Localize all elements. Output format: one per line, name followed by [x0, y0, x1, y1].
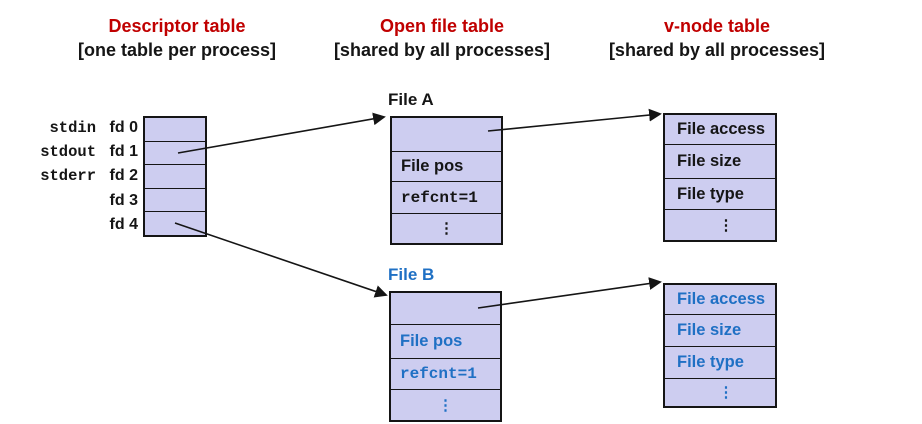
descriptor-cell-fd1 — [145, 142, 205, 166]
file-b-filepos-cell: File pos — [391, 325, 500, 359]
fd0-label: fd 0 — [109, 119, 138, 137]
file-b-pointer-cell — [391, 293, 500, 325]
vnode-a-table: File access File size File type ⋮ — [663, 113, 777, 242]
header-subtitle: [shared by all processes] — [333, 40, 551, 60]
file-a-refcnt-cell: refcnt=1 — [392, 182, 501, 214]
arrow-file-a-to-vnode-a — [487, 108, 662, 132]
file-a-pointer-cell — [392, 118, 501, 152]
fd3-label: fd 3 — [109, 191, 138, 209]
header-subtitle: [one table per process] — [77, 40, 277, 60]
header-title: Descriptor table — [108, 16, 246, 36]
header-subtitle: [shared by all processes] — [608, 40, 826, 60]
descriptor-cell-fd2 — [145, 165, 205, 189]
vnode-b-file-size-cell: File size — [665, 315, 775, 347]
descriptor-table — [143, 116, 207, 237]
fd4-label: fd 4 — [109, 215, 138, 233]
descriptor-cell-fd4 — [145, 212, 205, 235]
file-a-title: File A — [388, 90, 434, 109]
vnode-b-file-access-cell: File access — [665, 285, 775, 315]
vnode-a-ellipsis-cell: ⋮ — [718, 216, 734, 234]
arrow-fd1-to-file-a — [177, 112, 386, 154]
vnode-a-file-access-cell: File access — [665, 115, 775, 145]
file-b-title: File B — [388, 265, 435, 284]
fd2-label: fd 2 — [109, 167, 138, 185]
header-title: Open file table — [379, 16, 505, 36]
empty-label — [12, 189, 96, 213]
file-b-ellipsis-cell: ⋮ — [438, 396, 453, 414]
descriptor-cell-fd3 — [145, 189, 205, 213]
column-header-open-file-table: Open file table [shared by all processes… — [292, 14, 592, 62]
descriptor-cell-fd0 — [145, 118, 205, 142]
column-header-descriptor-table: Descriptor table [one table per process] — [27, 14, 327, 62]
file-b-refcnt-cell: refcnt=1 — [391, 359, 500, 390]
stdin-label: stdin — [49, 119, 96, 138]
fd1-label: fd 1 — [109, 143, 138, 161]
file-a-filepos-cell: File pos — [392, 152, 501, 182]
file-a-ellipsis-cell: ⋮ — [439, 220, 454, 237]
vnode-a-file-type-cell: File type — [665, 179, 775, 210]
vnode-b-ellipsis-cell: ⋮ — [718, 384, 734, 401]
vnode-b-table: File access File size File type ⋮ — [663, 283, 777, 408]
descriptor-row-labels: stdin fd 0 stdout fd 1 stderr fd 2 fd 3 … — [12, 116, 138, 237]
column-header-vnode-table: v-node table [shared by all processes] — [567, 14, 867, 62]
header-title: v-node table — [663, 16, 770, 36]
vnode-b-file-type-cell: File type — [665, 347, 775, 379]
stderr-label: stderr — [40, 167, 96, 186]
stdout-label: stdout — [40, 143, 96, 162]
arrow-file-b-to-vnode-b — [477, 277, 662, 309]
file-b-table: File pos refcnt=1 ⋮ — [389, 291, 502, 422]
vnode-a-file-size-cell: File size — [665, 145, 775, 179]
file-a-table: File pos refcnt=1 ⋮ — [390, 116, 503, 245]
empty-label — [12, 213, 96, 237]
